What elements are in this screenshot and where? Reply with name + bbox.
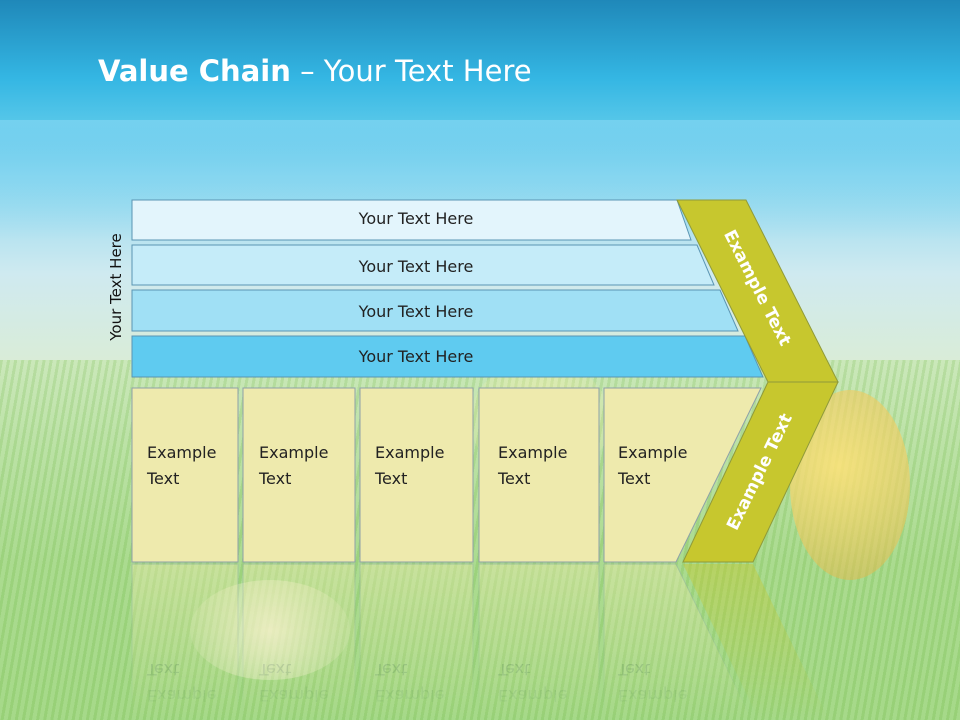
column-1-line-1: Example [147, 443, 216, 462]
reflection-column-text: Text [497, 660, 530, 679]
title-bold: Value Chain [98, 54, 291, 88]
reflection-column-text: Example [259, 686, 328, 705]
reflection-column-text: Text [258, 660, 291, 679]
reflection-column-text: Text [374, 660, 407, 679]
reflection-column-text: Example [375, 686, 444, 705]
band-4-label: Your Text Here [358, 347, 474, 366]
diagram-reflection: Example Text Example Text Example Text E… [131, 563, 830, 720]
reflection-columns [131, 563, 830, 720]
band-3 [131, 289, 739, 332]
column-3-line-2: Text [374, 469, 407, 488]
reflection-column [359, 563, 474, 720]
reflection-column-text: Example [147, 686, 216, 705]
reflection-column [131, 563, 239, 720]
column-5-line-2: Text [617, 469, 650, 488]
reflection-column-text: Text [146, 660, 179, 679]
reflection-column-text: Text [617, 660, 650, 679]
column-3 [359, 387, 474, 563]
reflection-column [603, 563, 753, 720]
band-1-label: Your Text Here [358, 209, 474, 228]
column-2-line-1: Example [259, 443, 328, 462]
column-3-line-1: Example [375, 443, 444, 462]
column-4 [478, 387, 600, 563]
chevron-lower-arm [682, 381, 839, 563]
band-4 [131, 335, 764, 378]
column-5 [603, 387, 762, 563]
column-2 [242, 387, 356, 563]
primary-columns: Example Text Example Text Example Text E… [131, 387, 762, 563]
band-3-label: Your Text Here [358, 302, 474, 321]
band-2 [131, 244, 715, 286]
title-rest: – Your Text Here [290, 54, 532, 88]
reflection-arrow-lower [683, 564, 830, 720]
band-1 [131, 199, 692, 241]
reflection-texts: Example Text Example Text Example Text E… [146, 660, 687, 705]
reflection-column-text: Example [618, 686, 687, 705]
column-2-line-2: Text [258, 469, 291, 488]
reflection-column [478, 563, 600, 720]
support-bands: Your Text Here Your Text Here Your Text … [131, 199, 764, 378]
reflection-column [242, 563, 356, 720]
slide-title: Value Chain – Your Text Here [98, 54, 532, 88]
column-1 [131, 387, 239, 563]
column-5-line-1: Example [618, 443, 687, 462]
column-1-line-2: Text [146, 469, 179, 488]
column-4-line-2: Text [497, 469, 530, 488]
reflection-column-text: Example [498, 686, 567, 705]
band-2-label: Your Text Here [358, 257, 474, 276]
column-4-line-1: Example [498, 443, 567, 462]
sky-background [0, 0, 960, 130]
